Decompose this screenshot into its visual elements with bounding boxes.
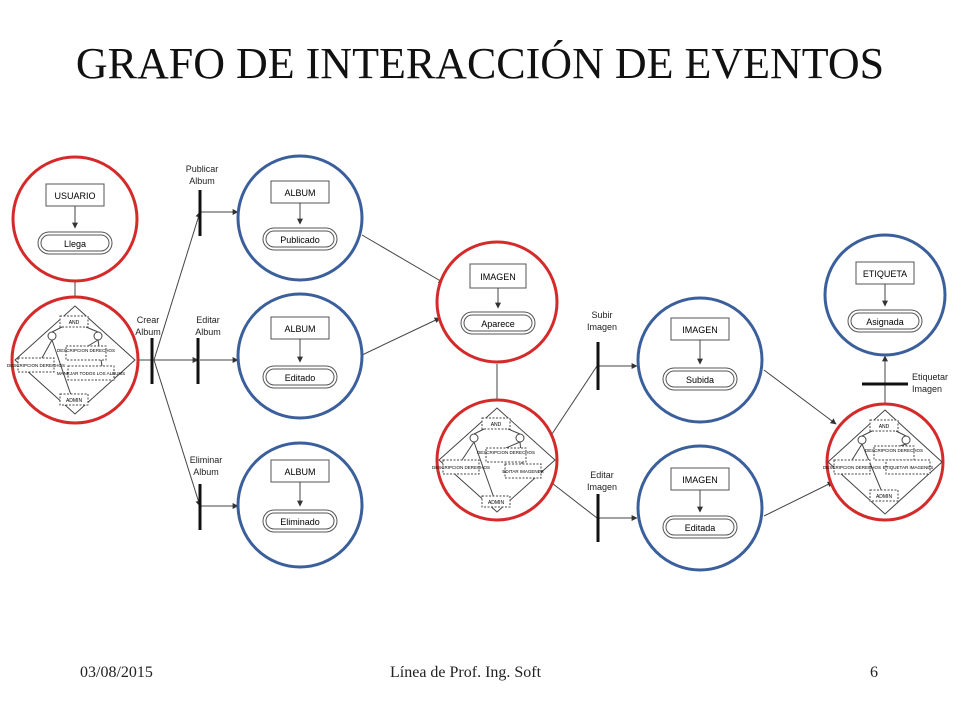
left-rights: DESCRIPCION DERECHOS [7, 363, 65, 368]
edge-subida-decision3 [763, 369, 837, 425]
top-right-rights: DESCRIPCION DERECHOS [57, 348, 115, 353]
state-node-album-publicado: ALBUM Publicado [236, 154, 364, 282]
entity-label: ALBUM [284, 188, 315, 198]
state-node-imagen-editada: IMAGEN Editada [636, 444, 764, 572]
state-label: Aparece [481, 319, 515, 329]
state-node-album-editado: ALBUM Editado [236, 292, 364, 420]
admin-label: ADMIN [66, 398, 83, 404]
state-label: Llega [64, 239, 86, 249]
and-label: AND [69, 320, 80, 326]
entity-label: USUARIO [54, 191, 95, 201]
state-label: Editado [285, 373, 316, 383]
top-right-rights: DESCRIPCION DERECHOS [865, 448, 923, 453]
entity-label: ETIQUETA [863, 269, 907, 279]
entity-label: IMAGEN [682, 475, 718, 485]
slide-title: GRAFO DE INTERACCIÓN DE EVENTOS [75, 39, 885, 88]
edge-editada-decision3 [763, 481, 834, 517]
right-permission: ETIQUETAR IMAGENES [883, 465, 933, 470]
edge-editado-aparece [361, 317, 441, 356]
decision-node-1: AND DESCRIPCION DERECHOS DESCRIPCION DER… [7, 295, 140, 425]
edge-decision2-subir [547, 365, 598, 441]
event-bars [150, 190, 908, 542]
right-permission: MANEJAR TODOS LOS ALBUMS [57, 371, 125, 376]
state-node-imagen-subida: IMAGEN Subida [636, 296, 764, 424]
state-label: Subida [686, 375, 714, 385]
edge-crear-publicar [153, 211, 202, 361]
edge-crear-eliminar [153, 359, 202, 507]
left-rights: DESCRIPCION DERECHOS [432, 465, 490, 470]
state-node-imagen-aparece: IMAGEN Aparece [435, 240, 559, 364]
footer-date: 03/08/2015 [80, 664, 153, 681]
decision-node-3: AND DESCRIPCION DERECHOS DESCRIPCION DER… [823, 402, 945, 522]
state-label: Asignada [866, 317, 904, 327]
state-node-album-eliminado: ALBUM Eliminado [236, 441, 364, 569]
decision-node-2: AND DESCRIPCION DERECHOS DESCRIPCION DER… [432, 398, 559, 522]
state-label: Editada [685, 523, 716, 533]
admin-label: ADMIN [876, 494, 893, 500]
top-right-rights: DESCRIPCION DERECHOS [477, 450, 535, 455]
page-number: 6 [870, 664, 878, 681]
state-label: Eliminado [280, 517, 320, 527]
left-rights: DESCRIPCION DERECHOS [823, 465, 881, 470]
connections [72, 209, 888, 521]
entity-label: ALBUM [284, 467, 315, 477]
right-permission: EDITAR IMAGENES [502, 469, 543, 474]
admin-label: ADMIN [488, 500, 505, 506]
entity-label: IMAGEN [682, 325, 718, 335]
edge-publicado-aparece [361, 234, 445, 284]
state-node-usuario: USUARIO Llega [11, 155, 139, 283]
entity-label: IMAGEN [480, 272, 516, 282]
and-label: AND [879, 424, 890, 430]
state-label: Publicado [280, 235, 320, 245]
state-node-etiqueta-asignada: ETIQUETA Asignada [823, 233, 947, 357]
and-label: AND [491, 422, 502, 428]
edge-decision2-editar-imagen [547, 479, 598, 519]
footer-center: Línea de Prof. Ing. Soft [390, 664, 542, 681]
entity-label: ALBUM [284, 324, 315, 334]
